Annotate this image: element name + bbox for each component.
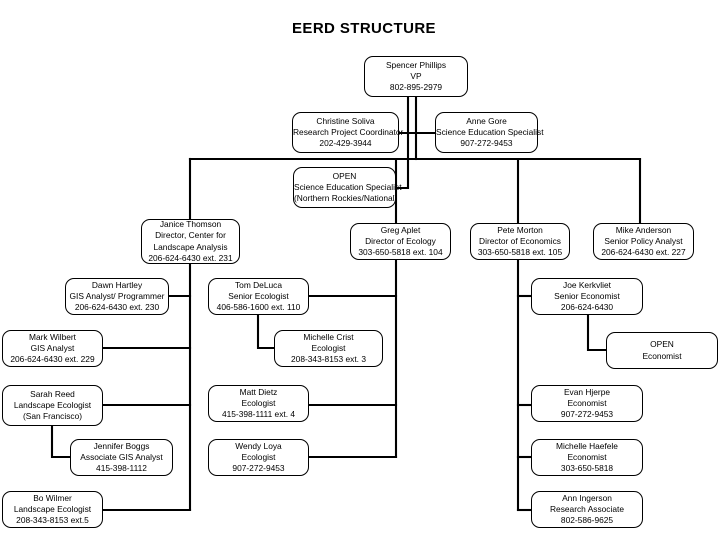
node-text-line: OPEN xyxy=(332,170,357,181)
node-text-line: Sarah Reed xyxy=(30,388,75,399)
node-text-line: 907-272-9453 xyxy=(460,138,513,149)
wire-tom-to-michelle-crist xyxy=(256,313,276,350)
node-text-line: Wendy Loya xyxy=(235,440,282,451)
node-text-line: (San Francisco) xyxy=(22,411,83,422)
node-text-line: 206-624-6430 ext. 227 xyxy=(601,247,686,258)
node-text-line: 802-586-9625 xyxy=(560,515,614,526)
node-text-line: 206-624-6430 ext. 229 xyxy=(10,354,95,365)
node-text-line: Michelle Haefele xyxy=(556,440,618,451)
node-text-line: GIS Analyst xyxy=(30,342,75,353)
wire-vp-down-to-open xyxy=(394,95,410,190)
node-text-line: Economist xyxy=(567,397,607,408)
wire-joe-to-open-economist xyxy=(586,313,608,352)
node-text-line: Ann Ingerson xyxy=(562,492,612,503)
node-text-line: Anne Gore xyxy=(466,115,507,126)
node-text-line: Michelle Crist xyxy=(303,331,354,342)
node-text-line: 907-272-9453 xyxy=(232,463,285,474)
node-text-line: Landscape Analysis xyxy=(153,241,228,252)
node-text-line: Ecologist xyxy=(311,342,346,353)
node-text-line: Senior Ecologist xyxy=(228,290,289,301)
node-text-line: 907-272-9453 xyxy=(560,409,614,420)
node-text-line: Mark Wilbert xyxy=(29,331,76,342)
node-text-line: 802-895-2979 xyxy=(389,82,443,93)
node-text-line: GIS Analyst/ Programmer xyxy=(69,290,165,301)
node-text-line: Matt Dietz xyxy=(239,386,278,397)
node-text-line: 206-624-6430 ext. 230 xyxy=(74,302,160,313)
node-text-line: 303-650-5818 ext. 105 xyxy=(477,247,563,258)
node-text-line: 208-343-8153 ext. 3 xyxy=(291,354,366,365)
node-text-line: 415-398-1111 ext. 4 xyxy=(221,409,296,420)
node-text-line: 406-586-1600 ext. 110 xyxy=(216,302,301,313)
node-text-line: Science Education Specialist xyxy=(294,181,402,192)
node-text-line: Science Education Specialist xyxy=(436,126,544,137)
node-text-line: Senior Policy Analyst xyxy=(604,235,683,246)
node-text-line: VP xyxy=(410,70,422,81)
node-text-line: Economist xyxy=(567,451,607,462)
node-text-line: 303-650-5818 ext. 104 xyxy=(358,247,443,258)
node-text-line: Jennifer Boggs xyxy=(93,440,150,451)
node-text-line: Associate GIS Analyst xyxy=(80,451,163,462)
node-text-line: Evan Hjerpe xyxy=(563,386,611,397)
wire-sarah-to-jennifer xyxy=(50,424,72,459)
node-text-line: Landscape Ecologist xyxy=(13,399,92,410)
node-text-line: (Northern Rockies/National) xyxy=(294,193,398,204)
node-text-line: Janice Thomson xyxy=(159,219,222,230)
node-text-line: 206-624-6430 ext. 231 xyxy=(148,252,233,263)
node-text-line: Ecologist xyxy=(241,397,276,408)
node-text-line: Ecologist xyxy=(241,451,276,462)
node-text-line: 206-624-6430 xyxy=(560,302,614,313)
node-text-line: Joe Kerkvliet xyxy=(563,279,611,290)
node-text-line: Spencer Phillips xyxy=(385,59,447,70)
node-text-line: Mike Anderson xyxy=(615,224,672,235)
node-text-line: Bo Wilmer xyxy=(33,492,72,503)
node-text-line: Director, Center for xyxy=(155,230,226,241)
node-text-line: Economist xyxy=(642,350,682,361)
node-text-line: Research Associate xyxy=(549,503,625,514)
node-text-line: 202-429-3944 xyxy=(319,138,372,149)
node-text-line: Director of Ecology xyxy=(365,235,436,246)
node-text-line: 208-343-8153 ext.5 xyxy=(16,515,89,526)
node-text-line: 303-650-5818 xyxy=(560,463,614,474)
page-title: EERD STRUCTURE xyxy=(292,20,436,37)
node-text-line: Dawn Hartley xyxy=(91,279,143,290)
node-text-line: Tom DeLuca xyxy=(234,279,282,290)
node-text-line: OPEN xyxy=(650,339,674,350)
node-text-line: 415-398-1112 xyxy=(96,463,147,474)
node-text-line: Landscape Ecologist xyxy=(13,503,92,514)
node-text-line: Christine Soliva xyxy=(316,115,375,126)
node-text-line: Greg Aplet xyxy=(380,224,421,235)
node-text-line: Senior Economist xyxy=(554,290,620,301)
node-text-line: Research Project Coordinator xyxy=(293,126,404,137)
node-text-line: Director of Economics xyxy=(479,235,561,246)
node-text-line: Pete Morton xyxy=(497,224,543,235)
